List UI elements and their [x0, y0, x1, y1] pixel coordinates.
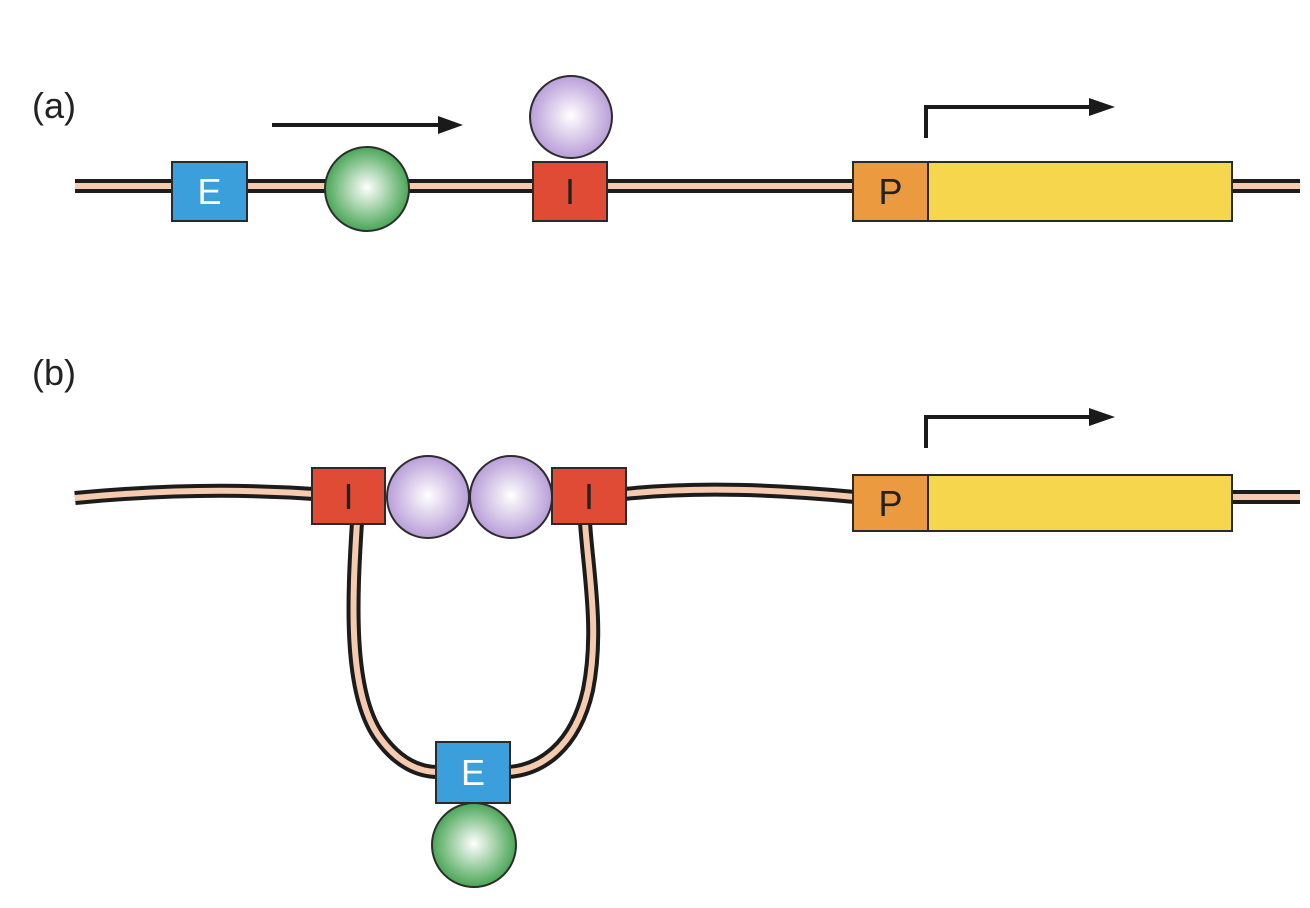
- insulator-box-left: [311, 467, 386, 525]
- transcription-arrow-icon: [924, 408, 1115, 448]
- enhancer-element: E: [171, 161, 248, 222]
- insulator-left-label: I: [343, 476, 353, 517]
- enhancer-label: E: [197, 171, 221, 212]
- dna-left-strand: [74, 487, 315, 501]
- panel-a: (a) E I P: [32, 75, 1300, 232]
- dna-loop-left-strand: [350, 521, 439, 775]
- panel-b-label: (b): [32, 352, 76, 393]
- enhancer-element: E: [435, 741, 511, 804]
- transcription-arrow-shaft: [924, 415, 1093, 448]
- enhancer-label: E: [461, 752, 485, 793]
- insulator-protein: [529, 75, 613, 159]
- dna-loop-right-outline: [507, 521, 601, 779]
- insulator-element-right: I: [551, 467, 627, 525]
- promoter-label: P: [878, 171, 902, 212]
- promoter-box: [852, 474, 929, 532]
- promoter-element: P: [852, 161, 929, 222]
- transcription-arrow-icon: [924, 98, 1115, 138]
- insulator-right-label: I: [584, 476, 594, 517]
- tracking-arrow-head: [438, 116, 463, 134]
- activator-protein: [324, 146, 410, 232]
- enhancer-box: [435, 741, 511, 804]
- dna-middle-strand: [623, 486, 856, 500]
- gene-box: [927, 474, 1233, 532]
- transcription-arrow-shaft: [924, 105, 1093, 138]
- transcription-arrow-head: [1089, 98, 1115, 116]
- insulator-protein-right: [469, 455, 553, 539]
- dna-strand-group: [74, 486, 1300, 775]
- activator-protein: [431, 802, 517, 888]
- insulator-element-left: I: [311, 467, 386, 525]
- insulator-element: I: [532, 161, 608, 222]
- insulator-box: [532, 161, 608, 222]
- insulator-label: I: [565, 171, 575, 212]
- dna-strand-outline-group: [74, 482, 1300, 779]
- panel-b: (b) I I: [32, 352, 1300, 888]
- promoter-label: P: [878, 483, 902, 524]
- panel-a-label: (a): [32, 85, 76, 126]
- dna-loop-left-outline: [346, 521, 439, 779]
- promoter-element: P: [852, 474, 929, 532]
- tracking-arrow-icon: [272, 116, 463, 134]
- promoter-box: [852, 161, 929, 222]
- transcription-arrow-head: [1089, 408, 1115, 426]
- insulator-protein-left: [386, 455, 470, 539]
- dna-loop-right-strand: [507, 521, 597, 775]
- enhancer-box: [171, 161, 248, 222]
- insulator-box-right: [551, 467, 627, 525]
- gene-box: [927, 161, 1233, 222]
